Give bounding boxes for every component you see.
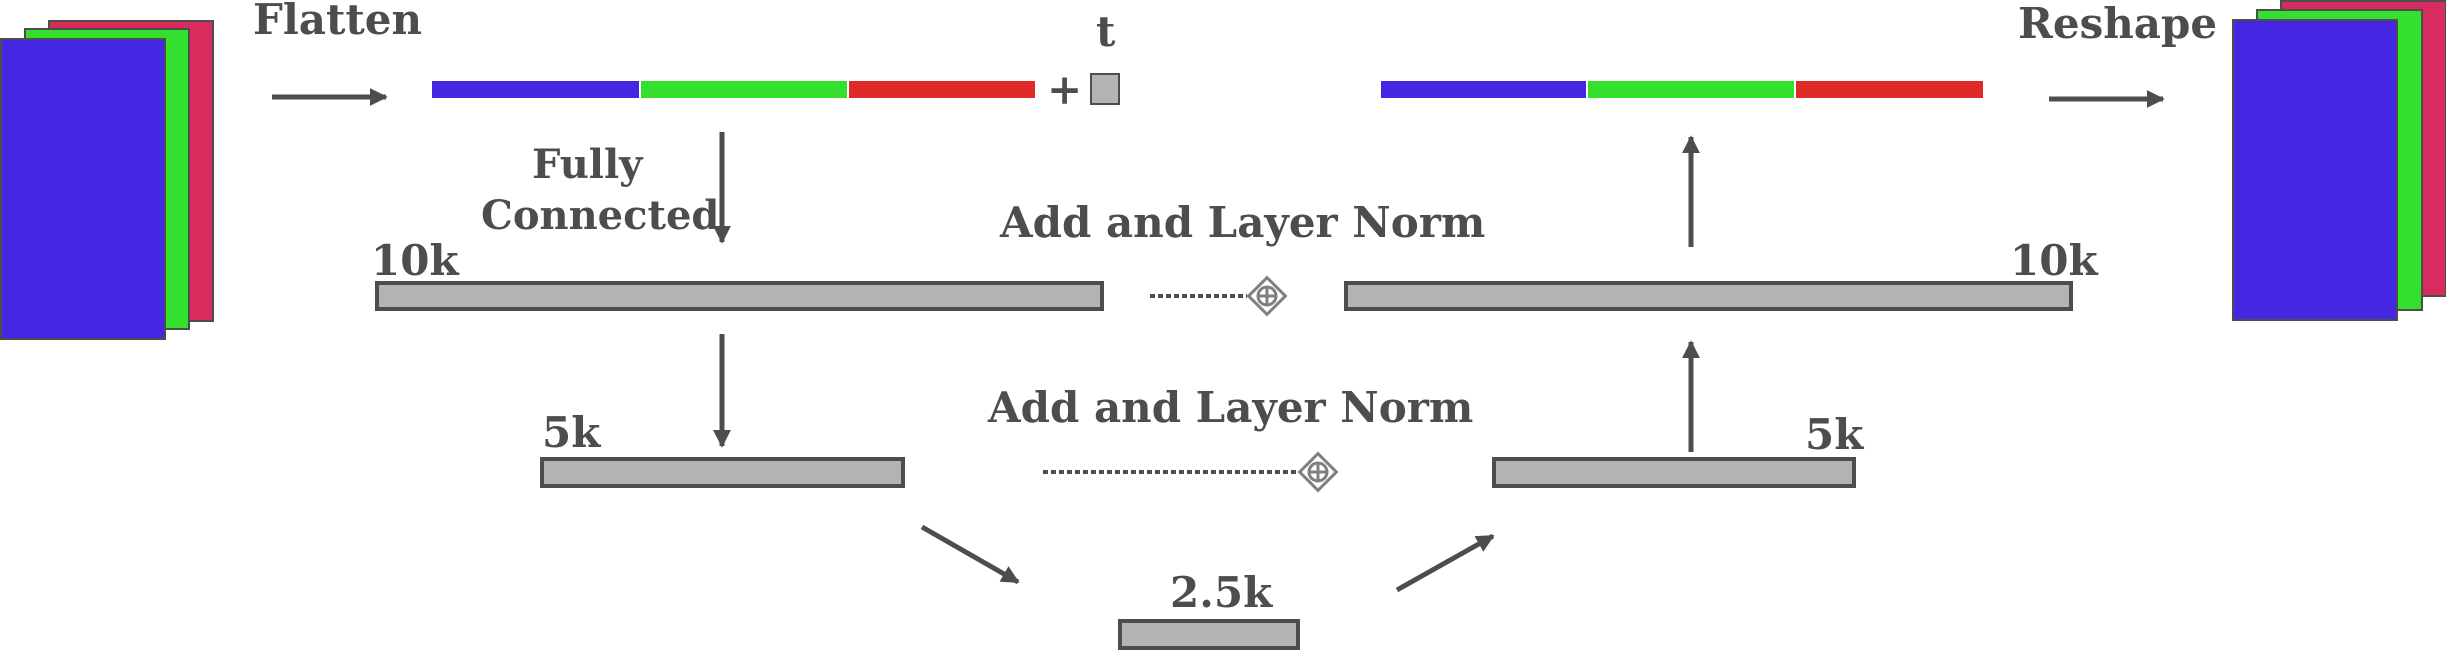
- reshape-label: Reshape: [2018, 0, 2217, 48]
- encoder-5k-label: 5k: [542, 408, 601, 457]
- output-frame-blue: [2232, 19, 2398, 321]
- encoder-layer-10k: [375, 281, 1104, 311]
- segment-blue: [1381, 81, 1586, 98]
- circle-plus-icon: [1246, 275, 1288, 317]
- add-norm-label-top: Add and Layer Norm: [999, 198, 1485, 247]
- decoder-10k-label: 10k: [2010, 236, 2098, 285]
- decoder-5k-label: 5k: [1805, 410, 1864, 459]
- circle-plus-icon: [1297, 451, 1339, 493]
- input-frames-icon: [0, 20, 214, 340]
- connected-label: Connected: [481, 192, 719, 239]
- segment-green: [641, 81, 847, 98]
- input-frame-blue: [0, 38, 166, 340]
- segment-red: [849, 81, 1035, 98]
- decoder-layer-10k: [1344, 281, 2073, 311]
- segment-blue: [432, 81, 639, 98]
- encoder-10k-label: 10k: [371, 236, 459, 285]
- segment-green: [1588, 81, 1794, 98]
- segment-red: [1796, 81, 1983, 98]
- fc-arrow-3: [920, 524, 1020, 585]
- encoder-layer-5k: [540, 457, 905, 488]
- flatten-label: Flatten: [253, 0, 422, 44]
- flattened-vector-output: [1381, 81, 1983, 98]
- output-frames-icon: [2232, 0, 2446, 321]
- timestep-token: [1090, 73, 1120, 105]
- plus-sign: +: [1047, 65, 1082, 114]
- bottleneck-label: 2.5k: [1170, 568, 1273, 617]
- add-norm-label-bottom: Add and Layer Norm: [987, 383, 1473, 432]
- fc-arrow-4: [1395, 533, 1495, 593]
- timestep-label: t: [1096, 7, 1116, 56]
- bottleneck-layer: [1118, 619, 1300, 650]
- flattened-vector-input: [432, 81, 1035, 98]
- fully-label: Fully: [532, 141, 644, 188]
- decoder-layer-5k: [1492, 457, 1856, 488]
